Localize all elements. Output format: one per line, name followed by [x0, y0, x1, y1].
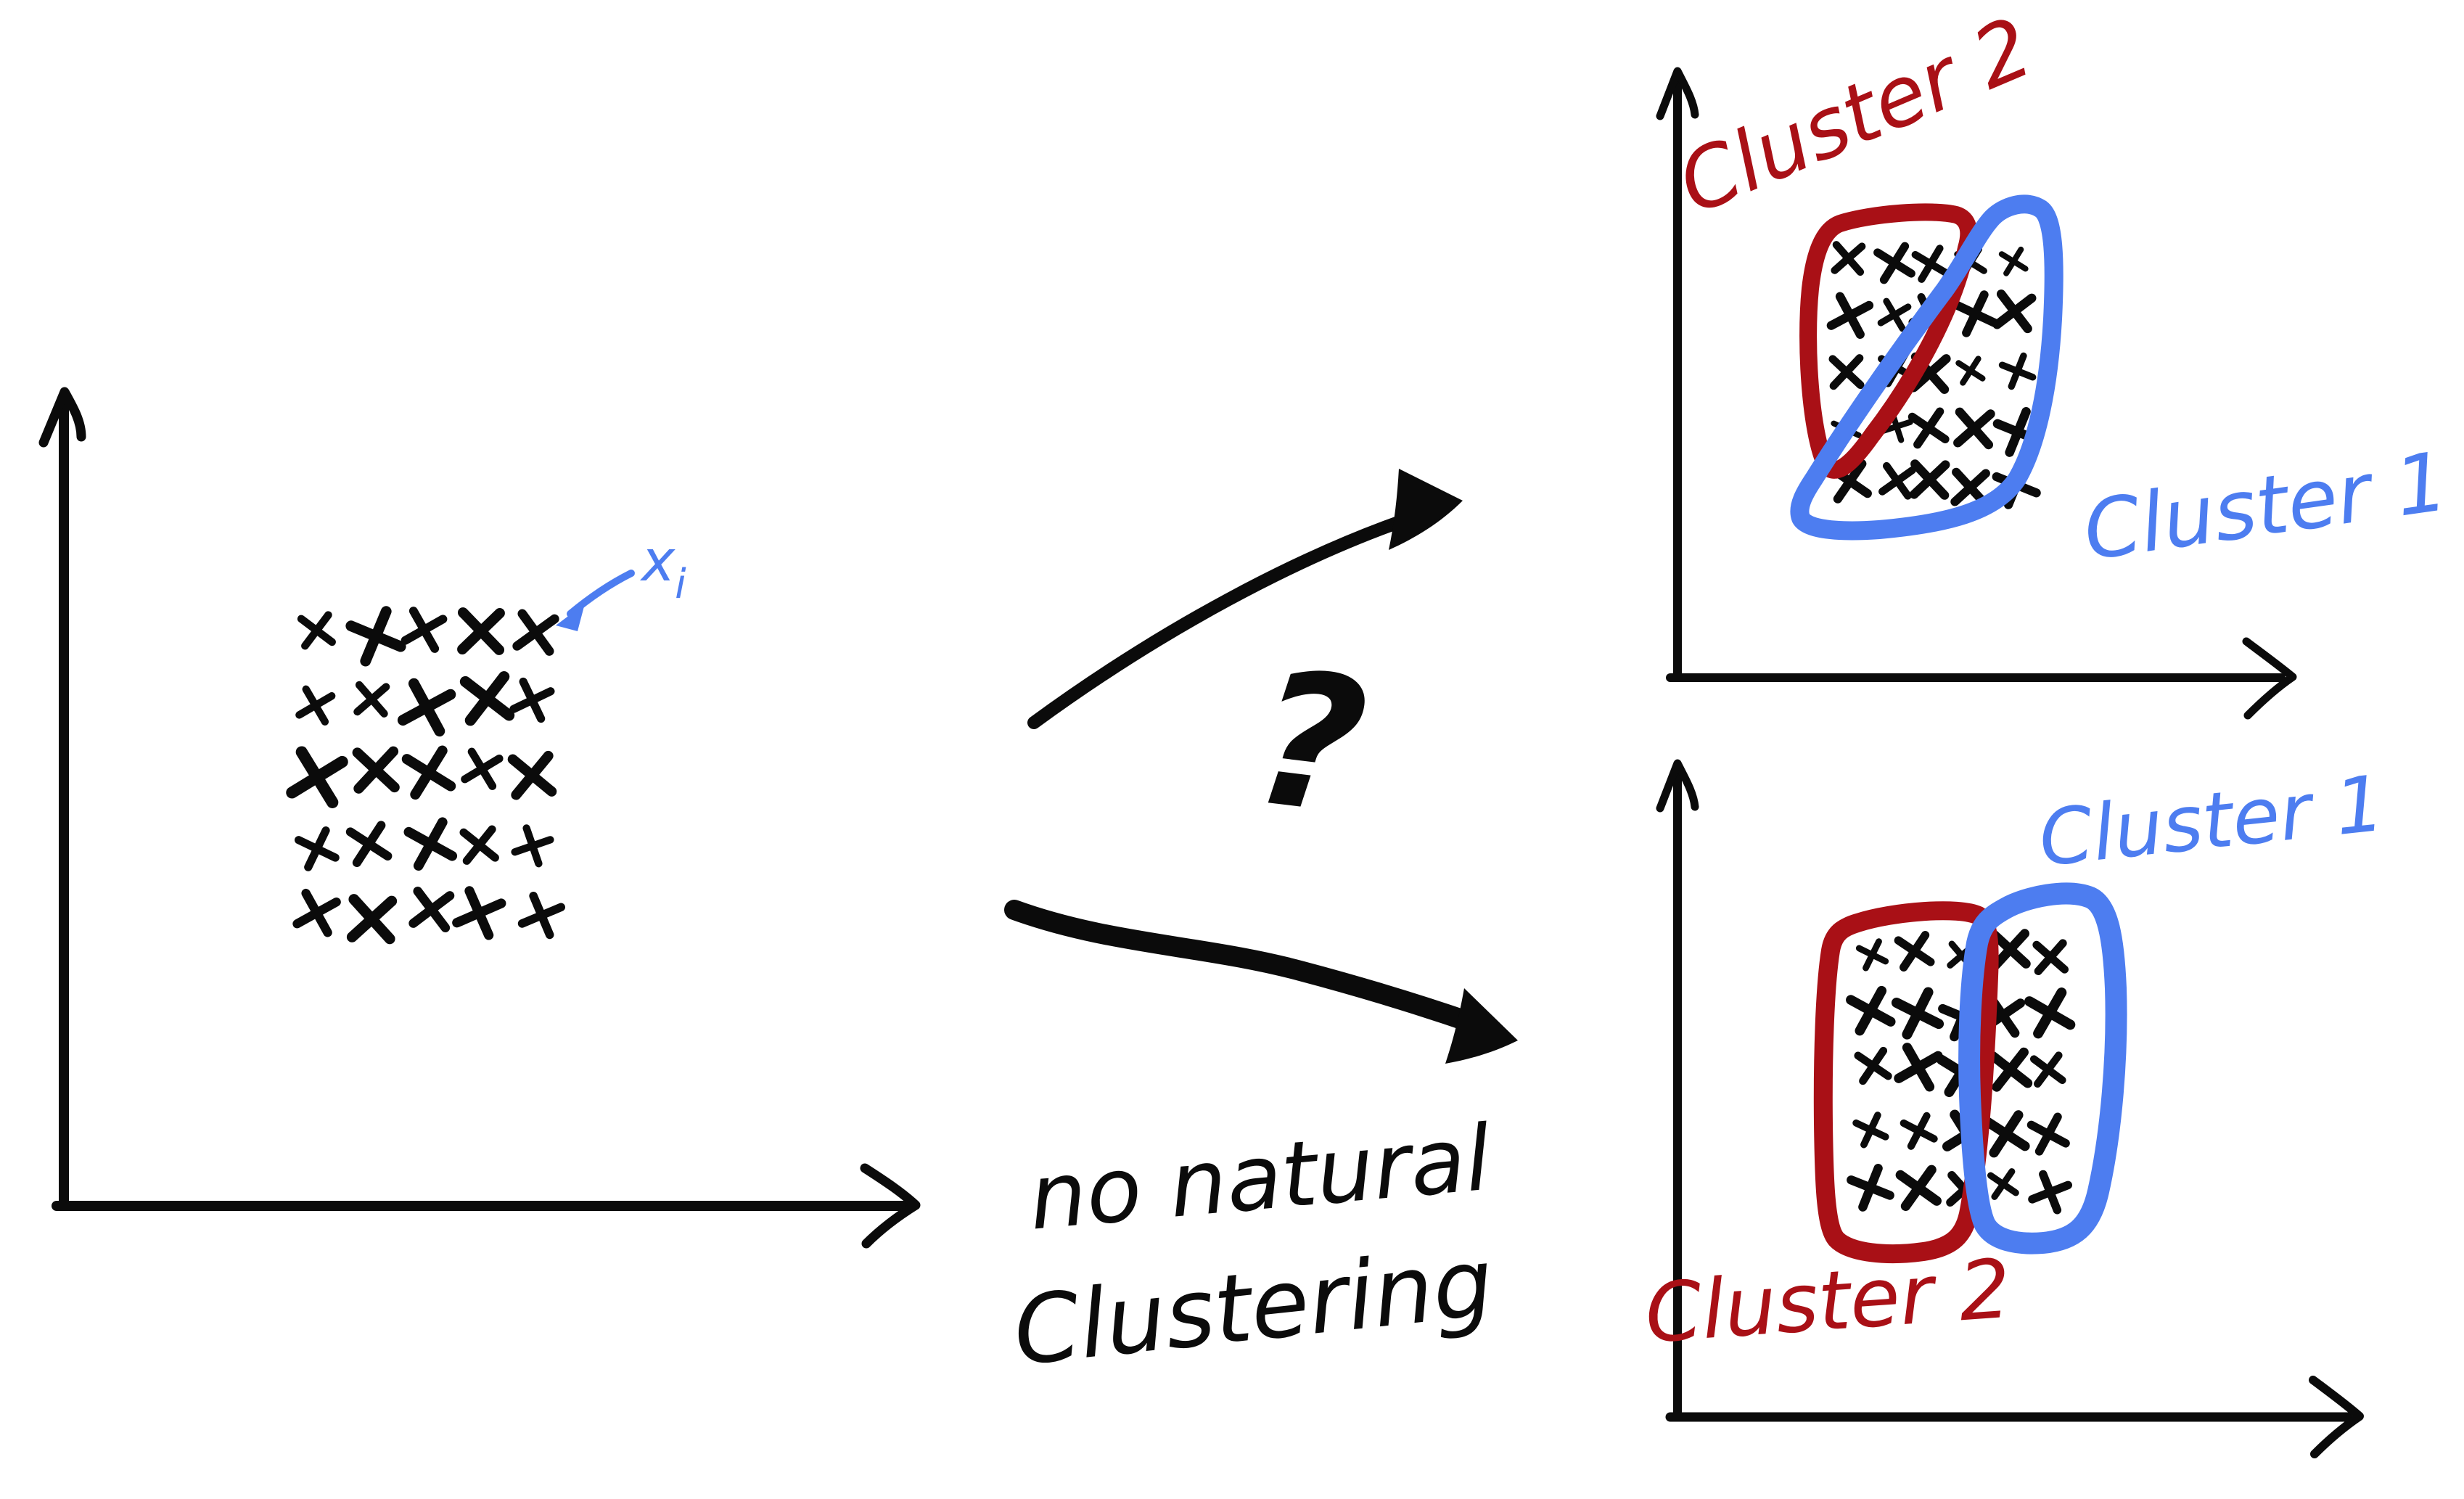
point-annotation: xi	[556, 529, 686, 631]
x-mark	[452, 886, 506, 940]
x-mark	[352, 746, 400, 794]
cluster1-label: Cluster 1	[2078, 435, 2454, 579]
x-axis-arrowhead-icon	[2309, 1376, 2364, 1458]
x-mark	[1950, 467, 1990, 508]
bottom-right-plot: Cluster 1 Cluster 2	[1642, 759, 2389, 1458]
y-axis-arrowhead-icon	[1656, 67, 1699, 120]
x-mark	[292, 888, 341, 937]
x-mark	[1900, 1112, 1938, 1150]
x-mark	[297, 611, 336, 650]
x-mark	[1955, 356, 1986, 386]
x-mark	[507, 750, 557, 800]
cluster2-label: Cluster 2	[1642, 1242, 2013, 1362]
top-right-plot: Cluster 2 Cluster 1	[1656, 0, 2454, 720]
x-mark	[1987, 1168, 2019, 1200]
x-mark	[511, 824, 554, 868]
question-mark: ?	[1244, 630, 1377, 858]
x-mark	[295, 685, 336, 726]
x-mark	[401, 607, 448, 653]
x-mark	[346, 894, 398, 945]
x-mark	[1992, 289, 2037, 334]
arrow-to-bottom-arrowhead-icon	[1445, 988, 1518, 1064]
cluster1-outline	[1958, 882, 2127, 1254]
x-mark	[459, 671, 515, 726]
x-mark	[1847, 1164, 1894, 1212]
x-mark	[517, 891, 566, 940]
x-mark	[401, 745, 456, 800]
x-mark	[295, 826, 340, 871]
x-mark	[1891, 987, 1944, 1040]
x-mark	[1989, 929, 2031, 970]
x-mark	[345, 821, 393, 867]
x-axis-arrowhead-icon	[860, 1163, 921, 1249]
x-mark	[1998, 246, 2029, 276]
x-mark	[1894, 931, 1935, 972]
annotation-arrowhead-icon	[556, 604, 585, 631]
middle-annotations: ? no natural Clustering	[1004, 469, 1518, 1387]
left-plot: xi	[38, 387, 921, 1249]
x-mark	[1854, 1046, 1892, 1085]
x-mark	[1877, 297, 1912, 332]
arrow-to-top-clustering	[1027, 510, 1421, 729]
caption-line-2: Clustering	[1009, 1227, 1498, 1387]
x-mark	[1828, 354, 1865, 390]
x-mark	[1911, 245, 1950, 283]
x-mark	[286, 746, 348, 808]
x-mark	[1831, 241, 1866, 276]
x-mark	[1952, 290, 1999, 337]
x-mark	[1998, 352, 2037, 390]
x-mark	[1878, 461, 1916, 500]
x-mark	[1894, 1043, 1943, 1092]
x-mark	[1982, 1110, 2030, 1158]
x-mark	[1895, 1165, 1942, 1211]
arrow-to-bottom-clustering	[1004, 900, 1493, 1037]
x-mark	[353, 681, 390, 718]
cluster1-outline	[1790, 194, 2063, 541]
x-mark	[509, 677, 555, 723]
x-mark	[1953, 407, 1995, 450]
x-mark	[461, 747, 504, 790]
x-mark	[2029, 1051, 2066, 1088]
x-mark	[457, 607, 505, 655]
x-mark	[1852, 1112, 1889, 1149]
y-axis-arrowhead-icon	[1656, 759, 1699, 813]
x-mark	[1826, 292, 1874, 340]
x-mark	[2028, 1170, 2072, 1215]
y-axis-arrowhead-icon	[38, 387, 86, 448]
caption-line-1: no natural	[1025, 1106, 1495, 1251]
x-mark	[1846, 985, 1896, 1036]
cluster1-label: Cluster 1	[2034, 759, 2389, 884]
x-mark	[1907, 407, 1950, 449]
annotation-arrow-icon	[567, 570, 635, 617]
point-label: xi	[639, 529, 686, 608]
x-mark	[2032, 939, 2069, 976]
x-mark	[345, 606, 406, 667]
data-points	[1846, 929, 2076, 1215]
x-axis-arrowhead-icon	[2242, 637, 2297, 720]
cluster2-outline	[1799, 203, 1978, 479]
x-mark	[1855, 938, 1889, 972]
x-mark	[408, 887, 455, 932]
x-mark	[397, 678, 456, 737]
arrow-to-top-arrowhead-icon	[1389, 469, 1463, 550]
x-mark	[2024, 987, 2076, 1039]
x-mark	[512, 609, 559, 656]
x-mark	[1873, 242, 1915, 284]
x-mark	[1988, 1047, 2033, 1092]
x-mark	[1909, 459, 1950, 500]
x-mark	[459, 825, 499, 865]
data-points	[1826, 241, 2043, 509]
data-points	[286, 606, 566, 945]
x-mark	[2026, 1112, 2070, 1156]
cluster2-label: Cluster 2	[1664, 0, 2045, 233]
x-mark	[403, 817, 458, 871]
